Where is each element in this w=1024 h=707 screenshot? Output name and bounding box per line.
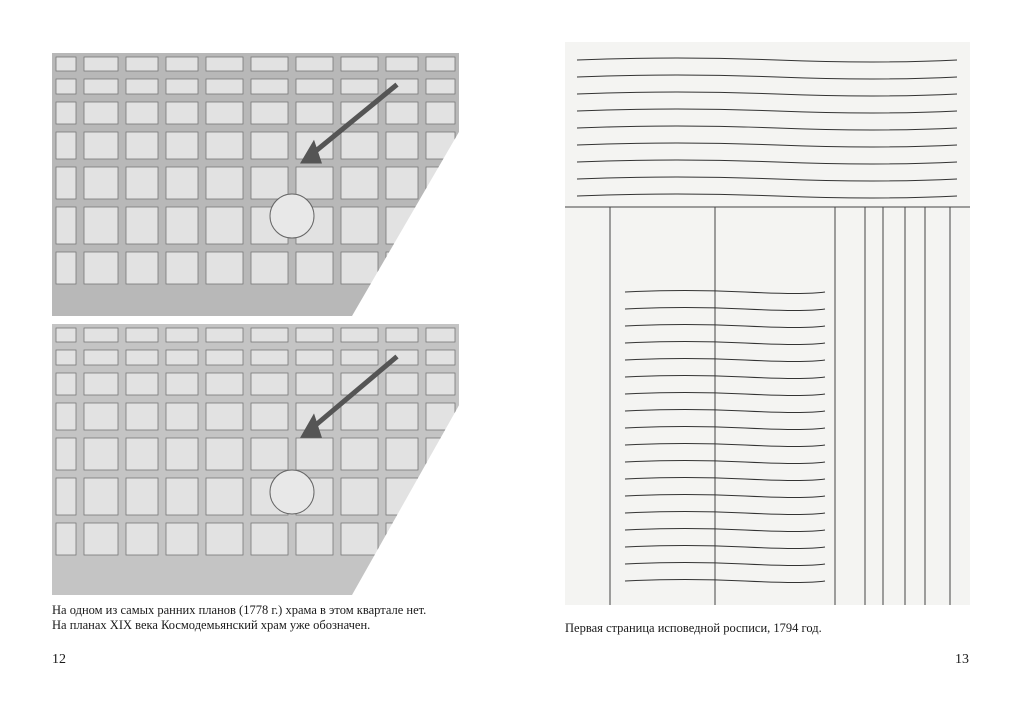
- left-caption: На одном из самых ранних планов (1778 г.…: [52, 603, 426, 633]
- page-number-right: 13: [955, 652, 969, 667]
- right-caption: Первая страница исповедной росписи, 1794…: [565, 621, 822, 635]
- page-number-left: 12: [52, 652, 66, 667]
- caption-line: На планах XIX века Космодемьянский храм …: [52, 618, 371, 632]
- city-plan-1778-image: [52, 53, 459, 316]
- caption-line: На одном из самых ранних планов (1778 г.…: [52, 603, 427, 617]
- city-plan-19th-century-image: [52, 324, 459, 595]
- confession-register-manuscript-image: [565, 42, 970, 605]
